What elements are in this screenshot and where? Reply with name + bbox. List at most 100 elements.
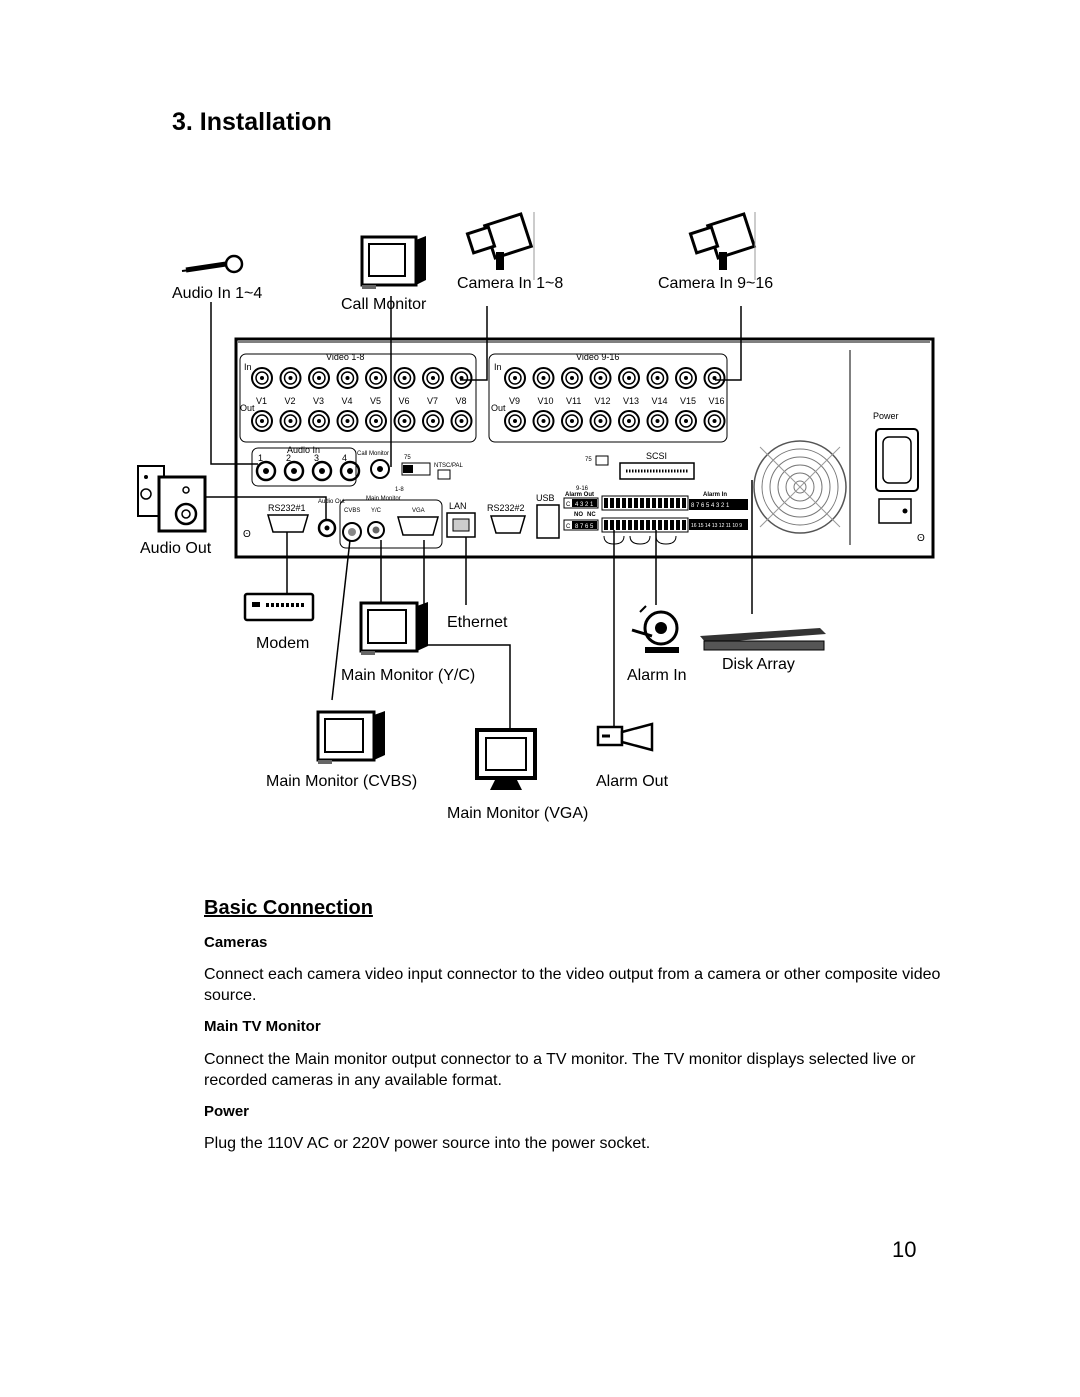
- bnc-connector: [504, 410, 526, 432]
- alarm-pins-8765: 8 7 6 5: [575, 524, 594, 530]
- screw-left: ʘ: [243, 529, 251, 540]
- bnc-connector: [336, 367, 359, 389]
- bnc-connector: [646, 410, 669, 432]
- disk-array-icon: [700, 628, 826, 651]
- range-1-8-label: 1-8: [395, 487, 404, 493]
- video-channel-label: V15: [680, 396, 696, 406]
- bnc-connector: [589, 367, 612, 389]
- audio-out-jack: [317, 518, 337, 538]
- alarm-in-9-16-pins: 16 15 14 13 12 11 10 9: [691, 523, 742, 529]
- usb-port: [536, 504, 560, 539]
- out-label-right: Out: [491, 403, 506, 413]
- disk-array-label: Disk Array: [722, 656, 795, 673]
- ethernet-label: Ethernet: [447, 614, 508, 631]
- video-channel-label: V1: [256, 396, 267, 406]
- bnc-connector: [308, 367, 330, 389]
- bnc-connector: [365, 410, 387, 432]
- cvbs-panel-label: CVBS: [344, 508, 360, 514]
- alarm-c-top: C: [566, 502, 571, 508]
- bnc-connector: [675, 410, 697, 432]
- bnc-connector: [422, 410, 444, 432]
- bnc-connector: [589, 410, 612, 432]
- scsi-port: [619, 462, 695, 480]
- bnc-connectors: [251, 367, 726, 432]
- video-1-8-label: Video 1-8: [326, 352, 364, 362]
- alarm-nc-label: NC: [587, 512, 596, 518]
- main-tv-monitor-subheading: Main TV Monitor: [204, 1018, 321, 1035]
- bnc-connector: [279, 410, 302, 432]
- audio-num-1: 1: [258, 453, 263, 463]
- bnc-connector: [422, 367, 444, 389]
- terminal-block: [601, 495, 689, 511]
- rs232-2-port: [489, 515, 527, 534]
- alarm-out-label: Alarm Out: [596, 773, 669, 790]
- alarm-bell-icon: [631, 605, 679, 653]
- cameras-paragraph: Connect each camera video input connecto…: [204, 966, 941, 1004]
- camera-9-16-icon: [688, 212, 757, 280]
- lan-port: [446, 512, 476, 538]
- bnc-connector: [561, 410, 583, 432]
- scsi-label: SCSI: [646, 451, 667, 461]
- audio-num-2: 2: [286, 453, 291, 463]
- bnc-connector: [251, 367, 273, 389]
- power-switch: [878, 498, 912, 524]
- video-channel-label: V10: [538, 396, 554, 406]
- alarm-pins-4321: 4 3 2 1: [575, 502, 594, 508]
- rs232-2-label: RS232#2: [487, 503, 525, 513]
- main-monitor-panel-label: Main Monitor: [366, 496, 401, 502]
- power-label: Power: [873, 411, 899, 421]
- main-monitor-cvbs-icon: [316, 710, 385, 764]
- in-label-left: In: [244, 362, 252, 372]
- audio-in-panel-label: Audio In: [287, 445, 320, 455]
- bnc-connector: [675, 367, 697, 389]
- bnc-connector: [450, 367, 473, 389]
- bnc-connector: [279, 367, 302, 389]
- call-monitor-jack: [370, 459, 390, 479]
- audio-num-3: 3: [314, 453, 319, 463]
- main-monitor-yc-icon: [359, 601, 428, 655]
- ntsc-pal-switch: [437, 469, 451, 480]
- audio-num-4: 4: [342, 453, 347, 463]
- alarm-no-label: NO: [574, 512, 583, 518]
- usb-label: USB: [536, 493, 555, 503]
- alarm-in-1-8-pins: 8 7 6 5 4 3 2 1: [691, 503, 730, 509]
- bnc-connector: [393, 367, 416, 389]
- bnc-connector: [308, 410, 330, 432]
- termination-switch-left: [401, 462, 431, 476]
- audio-in-jacks: [255, 460, 361, 482]
- bnc-connector: [618, 367, 640, 389]
- video-channel-label: V4: [342, 396, 353, 406]
- rs232-1-label: RS232#1: [268, 503, 306, 513]
- page-number: 10: [892, 1237, 917, 1262]
- termination-switch-right: [595, 455, 609, 466]
- rs232-1-port: [266, 514, 310, 533]
- camera-in-1-8-label: Camera In 1~8: [457, 275, 563, 292]
- camera-1-8-icon: [465, 212, 535, 280]
- video-channel-label: V5: [370, 396, 381, 406]
- speaker-icon: [137, 465, 207, 533]
- bnc-connector: [532, 367, 555, 389]
- video-channel-label: V13: [623, 396, 639, 406]
- connection-lines: [205, 296, 753, 732]
- terminal-block: [601, 517, 689, 533]
- main-monitor-cvbs-label: Main Monitor (CVBS): [266, 773, 417, 790]
- bnc-connector: [618, 410, 640, 432]
- bnc-connector: [703, 367, 726, 389]
- cvbs-jack: [342, 522, 362, 542]
- alarm-in-panel-label: Alarm In: [703, 492, 727, 498]
- bnc-connector: [532, 410, 555, 432]
- bnc-connector: [336, 410, 359, 432]
- alarm-c-bottom: C: [566, 524, 571, 530]
- cooling-fan: [753, 440, 847, 534]
- video-channel-label: V11: [566, 396, 581, 406]
- bnc-connector: [703, 410, 726, 432]
- power-paragraph: Plug the 110V AC or 220V power source in…: [204, 1135, 651, 1152]
- power-subheading: Power: [204, 1103, 250, 1120]
- ntsc-pal-label: NTSC/PAL: [434, 463, 464, 469]
- video-channel-label: V14: [652, 396, 668, 406]
- audio-in-label: Audio In 1~4: [172, 285, 262, 302]
- basic-connection-title: Basic Connection: [204, 897, 373, 919]
- alarm-in-label: Alarm In: [627, 667, 687, 684]
